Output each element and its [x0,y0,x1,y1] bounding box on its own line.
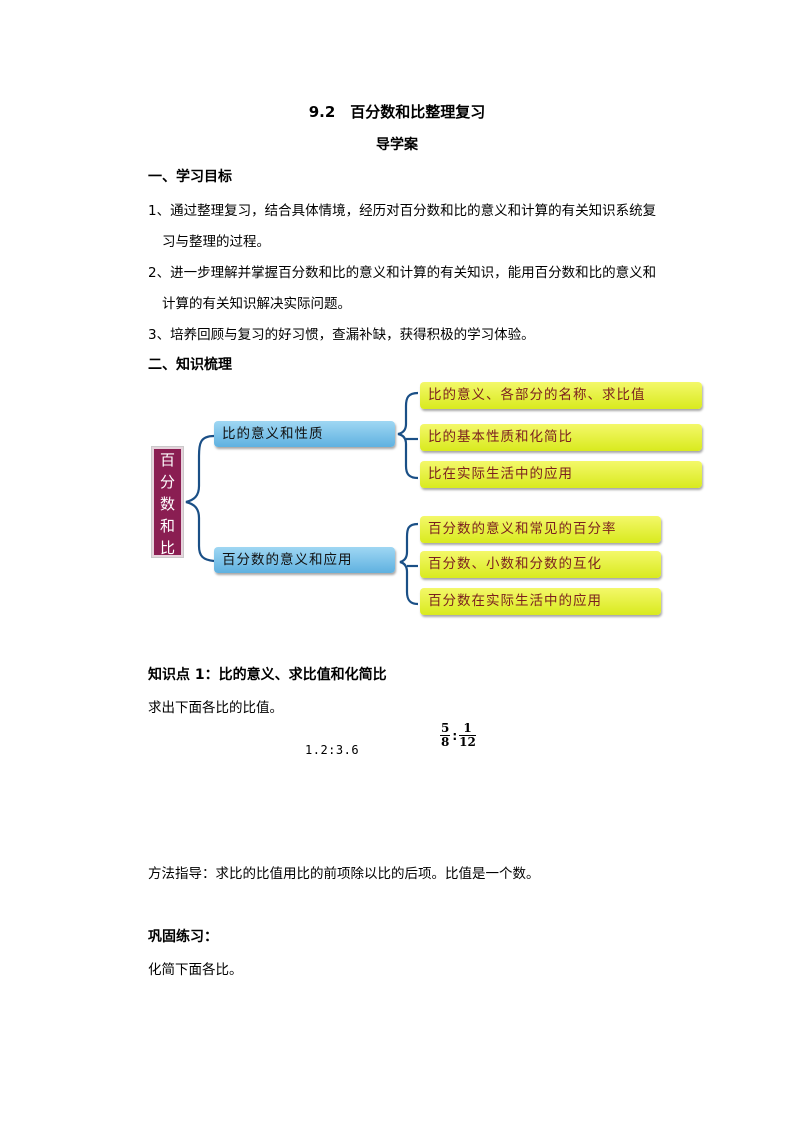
section-heading-knowledge: 二、知识梳理 [148,357,232,373]
page-title: 9.2 百分数和比整理复习 [308,103,486,121]
root-brace [185,434,215,563]
leaf-percent-conversion: 百分数、小数和分数的互化 [420,551,661,578]
page-subtitle: 导学案 [376,137,418,153]
root-char: 和 [159,517,175,535]
leaf-ratio-meaning: 比的意义、各部分的名称、求比值 [420,382,702,409]
goal-2-line-1: 2、进一步理解并掌握百分数和比的意义和计算的有关知识，能用百分数和比的意义和 [148,265,657,281]
leaf-percent-application: 百分数在实际生活中的应用 [420,588,661,615]
ratio-colon: : [452,728,458,743]
knowledge-point-heading: 知识点 1：比的意义、求比值和化简比 [148,667,387,683]
leaf-percent-meaning: 百分数的意义和常见的百分率 [420,516,661,543]
exercise-instruction: 求出下面各比的比值。 [148,700,283,716]
mindmap-root: 百 分 数 和 比 [151,446,184,558]
fraction-5-8: 5 8 [440,721,451,749]
practice-instruction: 化简下面各比。 [148,962,243,978]
root-char: 百 [159,451,175,469]
leaf-ratio-application: 比在实际生活中的应用 [420,461,702,488]
goal-2-line-2: 计算的有关知识解决实际问题。 [162,296,351,312]
method-guidance: 方法指导：求比的比值用比的前项除以比的后项。比值是一个数。 [148,866,540,882]
upper-brace [397,391,419,480]
goal-1-line-1: 1、通过整理复习，结合具体情境，经历对百分数和比的意义和计算的有关知识系统复 [148,203,657,219]
fraction-1-12: 1 12 [459,721,476,749]
lower-brace [399,522,419,606]
goal-1-line-2: 习与整理的过程。 [162,234,270,250]
section-heading-goals: 一、学习目标 [148,169,232,185]
goal-3-line-1: 3、培养回顾与复习的好习惯，查漏补缺，获得积极的学习体验。 [148,327,535,343]
root-char: 分 [159,473,175,491]
branch-percent: 百分数的意义和应用 [214,547,395,573]
ratio-expression-2: 5 8 : 1 12 [440,722,476,749]
branch-ratio: 比的意义和性质 [214,421,395,447]
root-char: 比 [159,539,175,557]
leaf-ratio-property: 比的基本性质和化简比 [420,424,702,451]
root-char: 数 [159,495,175,513]
practice-heading: 巩固练习： [148,929,218,945]
ratio-expression-1: 1.2:3.6 [305,743,360,757]
